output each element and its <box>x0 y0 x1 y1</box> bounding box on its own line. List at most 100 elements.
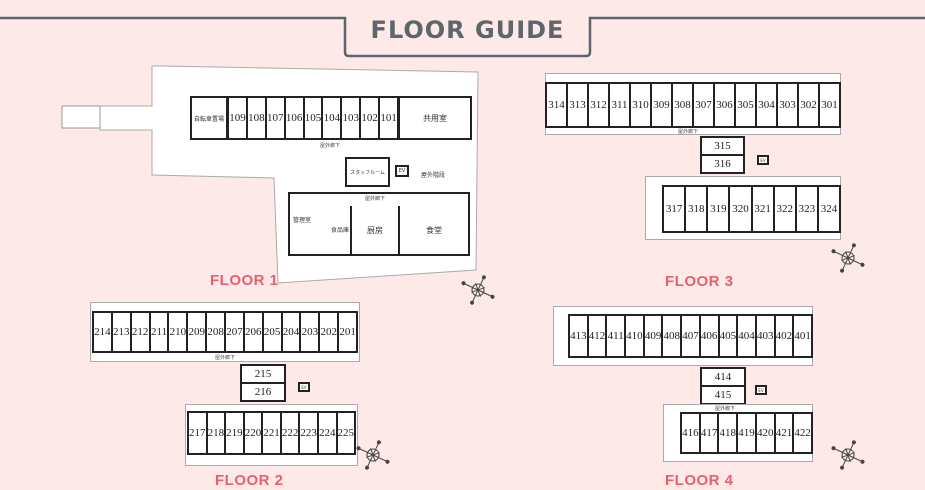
outdoor-stairs: 屋外階段 <box>420 171 445 179</box>
room-205: 205 <box>264 313 283 351</box>
room-305: 305 <box>736 84 757 126</box>
room-415: 415 <box>714 389 732 401</box>
room-216: 216 <box>254 386 272 398</box>
room-222: 222 <box>282 413 301 453</box>
office: 管理室 <box>292 216 311 224</box>
room-307: 307 <box>694 84 715 126</box>
room-410: 410 <box>626 316 645 356</box>
room-312: 312 <box>589 84 610 126</box>
room-401: 401 <box>794 330 811 342</box>
room-203: 203 <box>301 313 321 351</box>
room-309: 309 <box>652 84 673 126</box>
room-106: 106 <box>286 98 305 138</box>
room-308: 308 <box>673 84 694 126</box>
elevator: EV <box>395 165 409 177</box>
compass-icon <box>356 440 390 470</box>
room-212: 212 <box>132 313 151 351</box>
room-409: 409 <box>645 316 664 356</box>
room-414: 414 <box>702 369 744 387</box>
room-223: 223 <box>300 413 319 453</box>
room-405: 405 <box>720 316 739 356</box>
room-313: 313 <box>568 84 589 126</box>
room-214: 214 <box>94 313 113 351</box>
room-217: 217 <box>189 413 208 453</box>
room-316: 316 <box>714 158 731 170</box>
room-107: 107 <box>267 98 286 138</box>
room-315: 315 <box>702 138 743 156</box>
room-206: 206 <box>245 313 264 351</box>
room-304: 304 <box>757 84 778 126</box>
room-215: 215 <box>242 366 284 384</box>
title-frame <box>0 16 925 58</box>
room-209: 209 <box>188 313 208 351</box>
room-219: 219 <box>226 413 245 453</box>
room-102: 102 <box>361 98 381 138</box>
corridor-label: 屋外廊下 <box>319 143 340 149</box>
room-302: 302 <box>799 84 820 126</box>
room-101: 101 <box>380 112 397 124</box>
page-title: FLOOR GUIDE <box>370 16 565 44</box>
room-411: 411 <box>607 316 627 356</box>
elevator: EV <box>298 382 310 392</box>
compass-icon <box>831 243 865 273</box>
room-108: 108 <box>248 98 267 138</box>
room-322: 322 <box>775 187 797 231</box>
room-402: 402 <box>776 316 795 356</box>
room-403: 403 <box>757 316 776 356</box>
dining: 食堂 <box>398 206 468 254</box>
room-104: 104 <box>323 98 343 138</box>
room-419: 419 <box>738 414 757 452</box>
room-204: 204 <box>283 313 302 351</box>
floor-3-label: FLOOR 3 <box>665 273 734 290</box>
compass-icon <box>831 440 865 470</box>
room-221: 221 <box>263 413 282 453</box>
room-211: 211 <box>151 313 170 351</box>
room-218: 218 <box>208 413 227 453</box>
corridor-label: 屋外廊下 <box>214 355 235 361</box>
elevator: EV <box>757 155 769 165</box>
room-303: 303 <box>778 84 799 126</box>
floor-1-label: FLOOR 1 <box>210 272 279 289</box>
room-225: 225 <box>337 427 355 439</box>
room-301: 301 <box>821 99 838 111</box>
room-213: 213 <box>113 313 132 351</box>
staff-room: スタッフルーム <box>345 157 390 187</box>
room-220: 220 <box>245 413 264 453</box>
room-306: 306 <box>715 84 736 126</box>
room-207: 207 <box>226 313 245 351</box>
room-413: 413 <box>570 316 589 356</box>
pantry: 食品庫 <box>330 226 349 234</box>
room-310: 310 <box>631 84 652 126</box>
corridor-label: 屋外廊下 <box>714 406 735 412</box>
room-406: 406 <box>701 316 720 356</box>
elevator: EV <box>755 385 767 395</box>
room-421: 421 <box>776 414 795 452</box>
room-319: 319 <box>708 187 731 231</box>
compass-icon <box>461 275 495 305</box>
room-311: 311 <box>610 84 631 126</box>
room-318: 318 <box>686 187 709 231</box>
room-404: 404 <box>738 316 757 356</box>
floor-1-lower-block: 屋外廊下 管理室 食品庫 厨房 食堂 <box>288 192 470 256</box>
room-422: 422 <box>794 427 811 439</box>
room-323: 323 <box>797 187 819 231</box>
room-105: 105 <box>305 98 324 138</box>
common-room: 共用室 <box>398 96 472 140</box>
room-324: 324 <box>820 203 838 215</box>
room-210: 210 <box>169 313 189 351</box>
room-201: 201 <box>339 326 356 338</box>
floor-4-label: FLOOR 4 <box>665 472 734 489</box>
room-321: 321 <box>753 187 775 231</box>
room-417: 417 <box>701 414 720 452</box>
room-317: 317 <box>664 187 687 231</box>
